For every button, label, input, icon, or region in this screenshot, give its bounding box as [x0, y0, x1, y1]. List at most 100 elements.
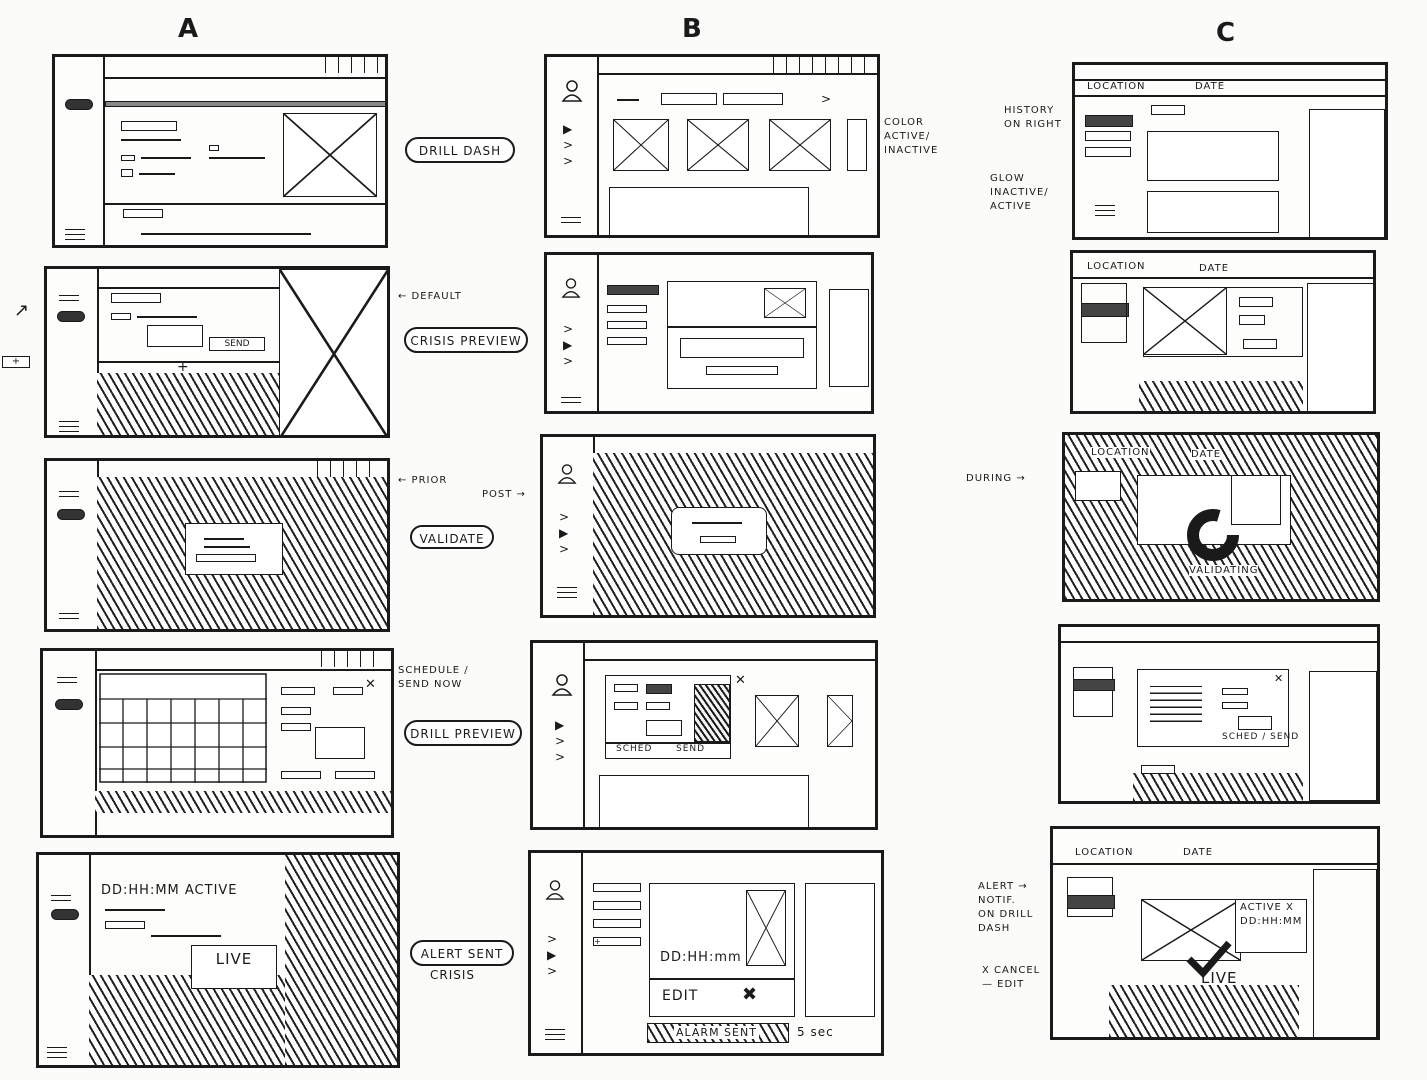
frame-c4: SCHED / SEND ✕ [1058, 624, 1380, 804]
window-tabs [325, 57, 385, 73]
validate-button[interactable] [700, 536, 736, 543]
frame-b2: >▶> [544, 252, 874, 414]
menu-icon [59, 295, 79, 305]
tab-send[interactable]: SEND [676, 744, 706, 754]
frame-b1: ▶>> > [544, 54, 880, 238]
menu-icon [65, 229, 85, 244]
active-label: ACTIVE X [1240, 902, 1294, 913]
menu-icon [57, 677, 77, 687]
validate-input[interactable] [196, 554, 256, 562]
timeline-bar [95, 791, 391, 813]
hatched-area [89, 975, 285, 1065]
menu-icon [47, 1047, 67, 1062]
progress-slider [141, 233, 311, 235]
live-label: LIVE [1201, 969, 1238, 987]
tab-strip [105, 101, 385, 107]
tab-sched[interactable]: SCHED [616, 744, 653, 754]
menu-icon [545, 1029, 565, 1044]
column-header-a: A [178, 14, 199, 44]
step-label-alert-sent: ALERT SENT [410, 940, 514, 966]
history-panel [1309, 109, 1385, 237]
drill-card[interactable] [1147, 191, 1279, 233]
add-button-sketch: + [2, 356, 30, 368]
crisis-preview-card [667, 281, 817, 389]
note-during: DURING → [966, 473, 1026, 484]
toggle-icon [57, 509, 85, 520]
nav-chevron-icon[interactable]: ▶>> [563, 122, 574, 168]
step-label-drill-preview: DRILL PREVIEW [404, 720, 522, 746]
history-panel [1307, 283, 1373, 411]
timer-label: 5 sec [797, 1025, 834, 1039]
history-panel [1313, 869, 1377, 1037]
note-alert-notif: ALERT → NOTIF. ON DRILL DASH [978, 881, 1034, 934]
confirm-button[interactable] [706, 366, 778, 375]
menu-icon [59, 421, 79, 435]
column-header-c: C [1216, 18, 1236, 48]
calendar-grid [694, 684, 730, 742]
menu-icon [59, 491, 79, 501]
menu-icon [561, 397, 581, 407]
location-header: LOCATION [1087, 81, 1146, 92]
countdown-active: DD:HH:MM ACTIVE [101, 883, 238, 898]
card-image[interactable] [687, 119, 749, 171]
filter-button[interactable] [661, 93, 717, 105]
edit-button[interactable]: EDIT [662, 988, 699, 1004]
validate-dialog [185, 523, 283, 575]
step-label-drill-dash: DRILL DASH [405, 137, 515, 163]
date-header: DATE [1195, 81, 1226, 92]
history-panel [609, 187, 809, 235]
close-icon[interactable]: ✕ [735, 673, 747, 688]
note-default: ← DEFAULT [398, 291, 462, 302]
cancel-icon[interactable]: ✖ [742, 984, 759, 1005]
frame-c2: LOCATION DATE [1070, 250, 1376, 414]
menu-icon [561, 217, 581, 227]
active-notification[interactable]: ACTIVE X DD:HH:MM [1235, 899, 1307, 953]
send-button[interactable]: SEND [209, 337, 265, 351]
card-image[interactable] [755, 695, 799, 747]
countdown: DD:HH:MM [1240, 916, 1303, 927]
calendar-grid [1150, 686, 1202, 722]
note-schedule: SCHEDULE / SEND NOW [398, 665, 469, 690]
note-color-active: COLOR ACTIVE/ INACTIVE [884, 117, 939, 156]
message-input[interactable] [680, 338, 804, 358]
card-image[interactable] [769, 119, 831, 171]
date-header: DATE [1191, 449, 1222, 460]
countdown: DD:HH:mm [660, 950, 742, 965]
location-header: LOCATION [1087, 261, 1146, 272]
column-header-b: B [682, 14, 702, 44]
filter-button[interactable] [723, 93, 783, 105]
step-label-crisis: CRISIS [430, 968, 476, 982]
top-bar [103, 57, 385, 79]
user-icon [561, 278, 581, 298]
toggle-icon [51, 909, 79, 920]
add-button[interactable]: + [593, 937, 641, 946]
sched-send-toggle[interactable]: SCHED / SEND [1222, 732, 1300, 742]
checkmark-icon [1186, 940, 1232, 979]
step-label-crisis-preview: CRISIS PREVIEW [404, 327, 528, 353]
validate-dialog [671, 507, 767, 555]
frame-b3: >▶> [540, 434, 876, 618]
close-icon[interactable]: ✕ [1274, 672, 1285, 685]
location-header: LOCATION [1091, 447, 1150, 458]
frame-a4-drill-preview: ✕ [40, 648, 394, 838]
drill-preview-card: SCHED SEND [605, 675, 731, 759]
drill-card[interactable] [1147, 131, 1279, 181]
frame-c3: LOCATION DATE VALIDATING [1062, 432, 1380, 602]
user-icon [561, 80, 583, 102]
card-image[interactable] [613, 119, 669, 171]
hatched-area [97, 373, 279, 435]
note-glow: GLOW INACTIVE/ ACTIVE [990, 173, 1049, 212]
date-header: DATE [1199, 263, 1230, 274]
loading-spinner-icon [1187, 509, 1239, 561]
frame-a2-crisis-preview: SEND + [44, 266, 390, 438]
close-icon[interactable]: ✕ [365, 677, 377, 692]
image-placeholder [283, 113, 377, 197]
step-label-validate: VALIDATE [410, 525, 494, 549]
alert-card: DD:HH:mm EDIT ✖ [649, 883, 795, 1017]
note-cancel-edit: X CANCEL — EDIT [982, 965, 1041, 990]
menu-icon [557, 587, 577, 602]
sidebar [47, 269, 99, 435]
frame-a1-drill-dash [52, 54, 388, 248]
card-image[interactable] [827, 695, 853, 747]
frame-a5-alert-sent: DD:HH:MM ACTIVE LIVE [36, 852, 400, 1068]
